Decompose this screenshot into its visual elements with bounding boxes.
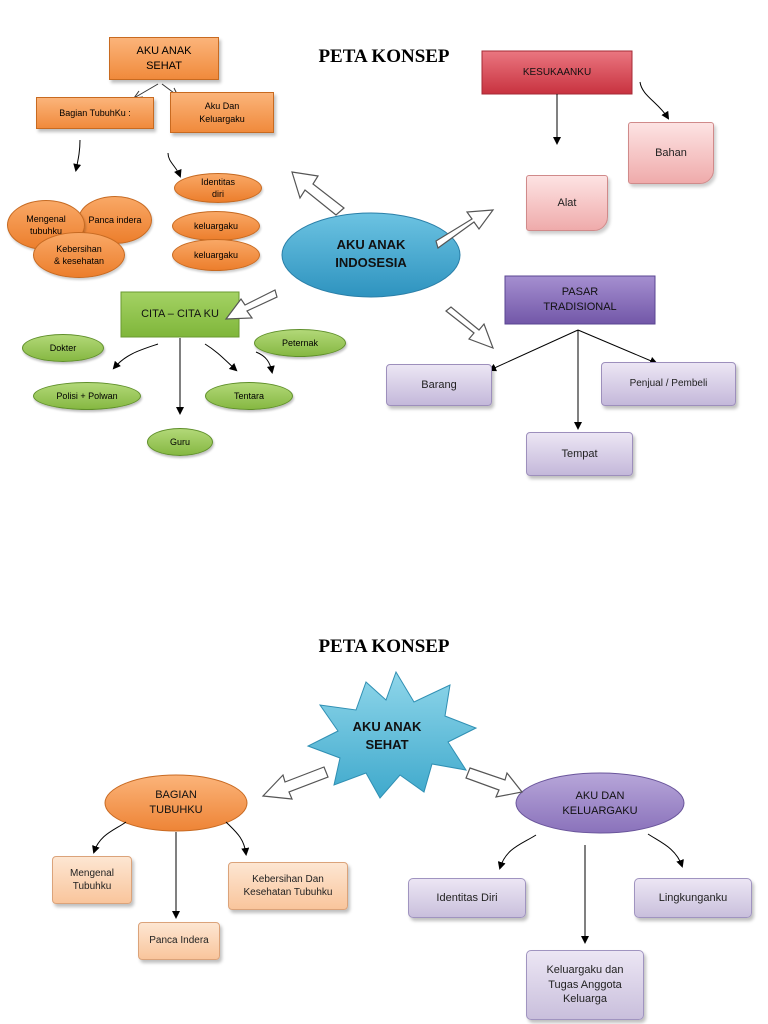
- alat-node: Alat: [526, 175, 608, 231]
- block-arrow-to-kesukaanku: [435, 209, 495, 249]
- pasar-tradisional-label: PASAR TRADISIONAL: [543, 286, 617, 313]
- bagian-tubuhku-node: Bagian TubuhKu :: [36, 97, 154, 129]
- dokter-node: Dokter: [22, 334, 104, 362]
- block-arrow-to-cita: [224, 289, 278, 320]
- aku-dan-keluargaku-node: Aku Dan Keluargaku: [170, 92, 274, 133]
- polisi-polwan-node: Polisi + Polwan: [33, 382, 141, 410]
- keluargaku-node-2: keluargaku: [172, 239, 260, 271]
- lingkunganku-box: Lingkunganku: [634, 878, 752, 918]
- kesukaanku-label: KESUKAANKU: [522, 66, 592, 78]
- block-arrow-left-bottom: [261, 766, 329, 800]
- bagian-tubuhku-label: BAGIAN TUBUHKU: [149, 789, 203, 816]
- kebersihan-node: Kebersihan & kesehatan: [33, 232, 125, 278]
- aku-keluarga-ellipse-shape: [515, 772, 685, 834]
- guru-node: Guru: [147, 428, 213, 456]
- kebersihan-kesehatan-box: Kebersihan Dan Kesehatan Tubuhku: [228, 862, 348, 910]
- block-arrow-right-bottom: [465, 767, 524, 798]
- keluargaku-node-1: keluargaku: [172, 211, 260, 241]
- barang-node: Barang: [386, 364, 492, 406]
- cita-cita-label: CITA – CITA KU: [141, 308, 219, 321]
- block-arrow-to-pasar: [445, 306, 495, 350]
- bottom-map-title: PETA KONSEP: [318, 636, 450, 657]
- identitas-diri-node: Identitas diri: [174, 173, 262, 203]
- mengenal-tubuhku-box: Mengenal Tubuhku: [52, 856, 132, 904]
- peternak-node: Peternak: [254, 329, 346, 357]
- tempat-node: Tempat: [526, 432, 633, 476]
- keluargaku-tugas-box: Keluargaku dan Tugas Anggota Keluarga: [526, 950, 644, 1020]
- pasar-shape: [504, 275, 656, 325]
- kesukaanku-shape: [481, 50, 633, 95]
- penjual-pembeli-node: Penjual / Pembeli: [601, 362, 736, 406]
- identitas-diri-box: Identitas Diri: [408, 878, 526, 918]
- block-arrow-to-sehat: [291, 171, 345, 216]
- top-map-title: PETA KONSEP: [318, 46, 450, 67]
- aku-anak-sehat-node: AKU ANAK SEHAT: [109, 37, 219, 80]
- star-aku-anak-sehat-label: AKU ANAK SEHAT: [352, 719, 422, 752]
- center-ellipse-shape: [281, 212, 461, 298]
- bagian-ellipse-shape: [104, 774, 248, 832]
- panca-indera-box: Panca Indera: [138, 922, 220, 960]
- aku-anak-indosesia-label: AKU ANAK INDOSESIA: [335, 237, 407, 270]
- bahan-node: Bahan: [628, 122, 714, 184]
- tentara-node: Tentara: [205, 382, 293, 410]
- aku-dan-keluargaku-label: AKU DAN KELUARGAKU: [562, 790, 638, 817]
- star-burst-shape: [306, 670, 478, 799]
- cita-cita-shape: [120, 291, 240, 338]
